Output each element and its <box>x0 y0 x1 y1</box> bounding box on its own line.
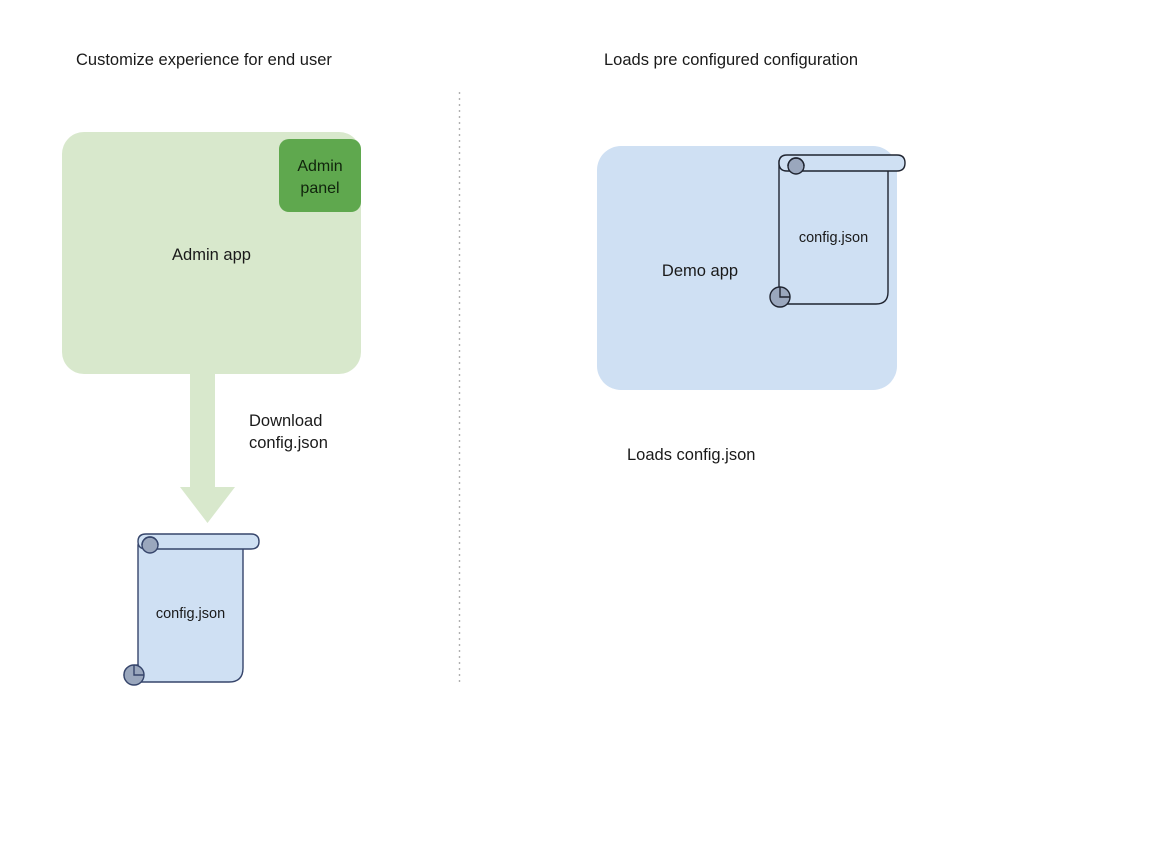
demo-app-label: Demo app <box>661 262 739 280</box>
loads-config-caption: Loads config.json <box>627 446 756 464</box>
admin-panel-badge-line2: panel <box>300 180 340 197</box>
admin-app-label: Admin app <box>172 246 251 264</box>
admin-panel-badge-line1: Admin <box>297 158 343 175</box>
left-panel-title: Customize experience for end user <box>76 51 332 69</box>
right-config-document-label: config.json <box>798 230 869 246</box>
download-arrow-icon <box>180 370 235 523</box>
left-config-document-label: config.json <box>155 606 226 622</box>
download-arrow-label-line1: Download <box>249 412 323 430</box>
right-panel-title: Loads pre configured configuration <box>604 51 859 69</box>
download-arrow-label-line2: config.json <box>249 434 328 452</box>
